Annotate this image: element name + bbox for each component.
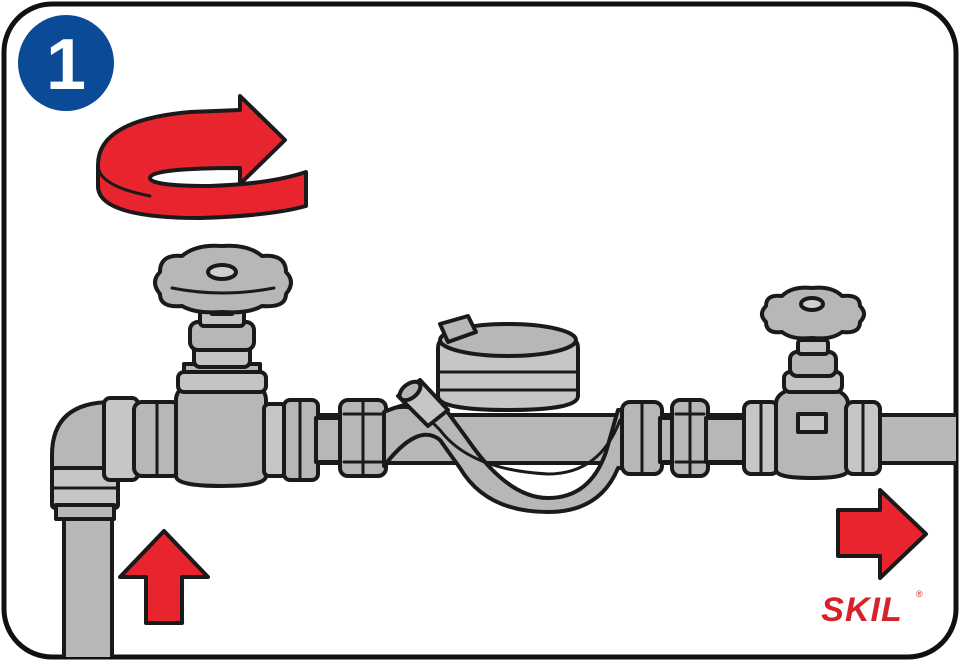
brand-trademark: ® [916, 589, 923, 599]
rotate-clockwise-arrow-icon [96, 94, 308, 220]
arrow-right-icon [836, 488, 928, 580]
step-number: 1 [46, 25, 86, 105]
brand-logo: SKIL ® [821, 589, 923, 629]
step-badge: 1 [18, 15, 114, 111]
water-meter [382, 314, 632, 514]
brand-wordmark: SKIL [821, 591, 902, 629]
right-union-nut [620, 398, 710, 478]
outlet-valve [704, 285, 882, 480]
inlet-valve [102, 243, 320, 488]
arrow-up-icon [118, 529, 210, 625]
